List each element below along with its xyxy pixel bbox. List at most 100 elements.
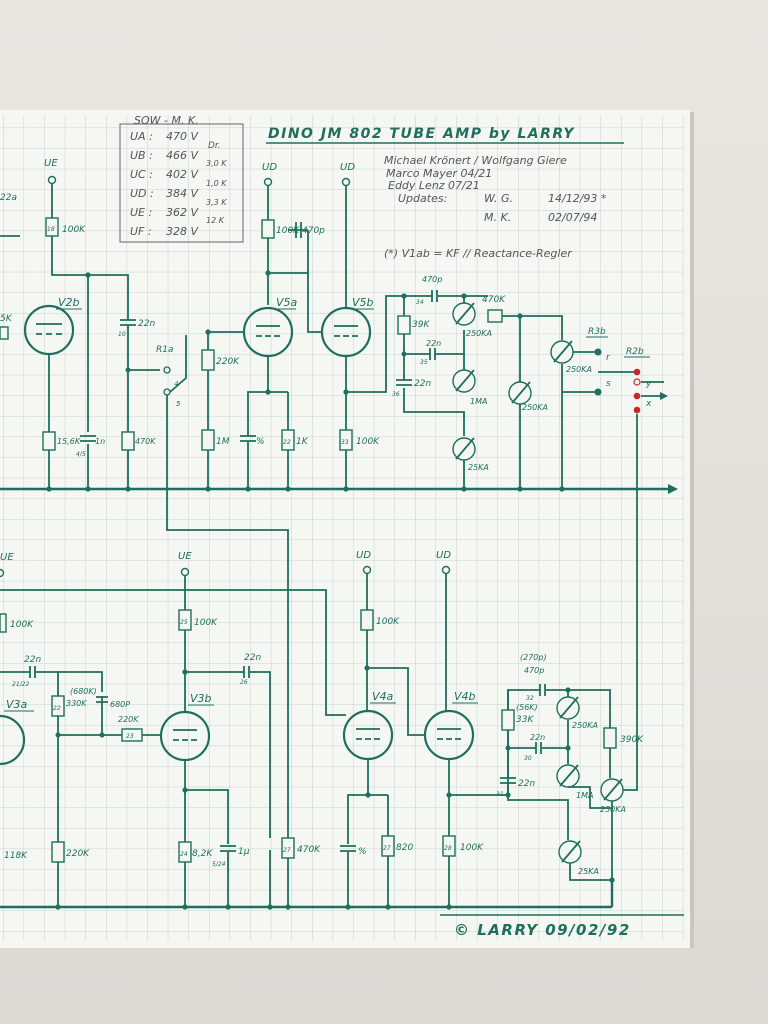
v3a-label: V3a [6,698,28,711]
vt-row-2-value: 402 V [166,168,199,181]
r3b-value: 250KA [566,365,592,374]
vt-res-0: 3,0 K [206,159,227,168]
paper-edge-shadow [690,112,694,948]
update-1-date: 02/07/94 [548,211,597,224]
credit-1: Marco Mayer 04/21 [386,167,492,180]
r-220k-a: 220K [216,357,240,367]
tone-470p: 470p [422,275,442,284]
r2b-label: R2b [626,347,644,357]
schematic-title: DINO JM 802 TUBE AMP by LARRY [268,126,575,142]
vt-row-3-name: UD : [130,187,154,200]
updates-label: Updates: [398,192,447,205]
r-470k-left: 470K [135,437,156,446]
credit-0: Michael Krönert / Wolfgang Giere [384,154,567,167]
v5a-plate-res: 100K [276,226,300,236]
v3b-label: V3b [190,692,212,705]
v3a-330k: 330K [66,699,87,708]
v3b-1u: 1µ [238,847,250,857]
tone-36: 36 [392,391,400,398]
vt-row-2-name: UC : [130,168,153,181]
vt-res-1: 1,0 K [206,179,227,188]
r18-num: 18 [47,226,55,233]
selector-contact-2[interactable] [633,378,641,386]
frag-label-22a: 22a [0,193,17,203]
vt-row-0-value: 470 V [166,130,199,143]
resistor-220k-a [201,349,215,371]
vt-row-5-name: UF : [130,225,152,238]
t2-22n-b: 22n [518,779,535,789]
vt-res-3: 12 K [206,216,225,225]
tone-22n-b: 22n [414,379,431,389]
t2-25ka: 25KA [578,867,599,876]
resistor-1k [281,429,295,451]
resistor-v4b-cathode [442,835,456,857]
selector-contact-4[interactable] [633,406,641,414]
t2-32: 32 [526,695,534,702]
tone-25ka: 25KA [468,463,489,472]
v3b-c26: 26 [240,679,248,686]
c10-num: 10 [118,331,126,338]
credit-2: Eddy Lenz 07/21 [388,179,480,192]
tone-470k: 470K [482,295,506,305]
resistor-470k-left [121,431,135,451]
v4a-supply-label: UD [356,550,371,561]
tone-35: 35 [420,359,428,366]
vt-dr-label: Dr. [208,141,221,151]
r-15k6-val: 15,6K [57,437,81,446]
resistor-820 [381,835,395,857]
c-4-5: 4/5 [76,451,86,458]
voltage-table-heading: SOW - M. K. [134,114,199,127]
v5a-supply-label: UD [262,162,277,173]
v5a-plate-cap: 470p [302,226,325,236]
v3b-supply-label: UE [178,551,192,562]
v4a-label: V4a [372,690,394,703]
r2b-r-label: r [606,353,611,363]
selector-contact-3[interactable] [633,392,641,400]
r-100k-v5b: 100K [356,437,380,447]
resistor-v3a-220k [51,841,65,863]
t2-250ka: 250KA [572,721,598,730]
v3a-118k: 118K [4,851,28,861]
vt-row-4-name: UE : [130,206,152,219]
t2-56k: (56K) [516,703,538,712]
paper-grid [0,115,684,941]
r2b-s-label: s [606,379,611,389]
vt-row-5-value: 328 V [166,225,199,238]
r-1m: 1M [216,437,230,447]
v3b-r25-num: 25 [180,619,188,626]
r-33-num: 33 [341,439,349,446]
copyright-block: © LARRY 09/02/92 [440,914,684,939]
tone-34: 34 [416,299,424,306]
copyright: © LARRY 09/02/92 [454,921,631,939]
v3a-cap-num: 21/22 [12,681,29,688]
r1a-pin5: 5 [176,400,181,408]
v5b-supply-label: UD [340,162,355,173]
resistor-39k [397,315,411,335]
selector-contact-1[interactable] [633,368,641,376]
out-y-label: y [645,379,652,389]
out-x-label: x [645,399,652,409]
junctions [46,270,615,910]
v3b-470k-num: 27 [283,847,291,854]
v4-pct: % [358,847,367,857]
vt-res-2: 3,3 K [206,198,227,207]
v4-27-num: 27 [383,845,391,852]
vt-row-1-value: 466 V [166,149,199,162]
r3b-label: R3b [588,327,606,337]
resistor-470k-tone [487,309,503,323]
vt-row-1-name: UB : [130,149,153,162]
v4b-supply-label: UD [436,550,451,561]
frag-label-5k: 5K [0,314,13,324]
r1a-label: R1a [156,345,174,355]
resistor-15k6 [42,431,56,451]
frag-ue: UE [0,552,14,563]
resistor-v5a-plate [261,219,275,239]
v3b-5-24: 5/24 [212,861,226,868]
vt-row-4-value: 362 V [166,206,199,219]
v2b-supply-label: UE [44,158,58,169]
tone-39k: 39K [412,320,430,330]
v4b-28: 28 [444,845,452,852]
t2-33k: 33K [516,715,534,725]
resistor-r18 [45,217,59,237]
